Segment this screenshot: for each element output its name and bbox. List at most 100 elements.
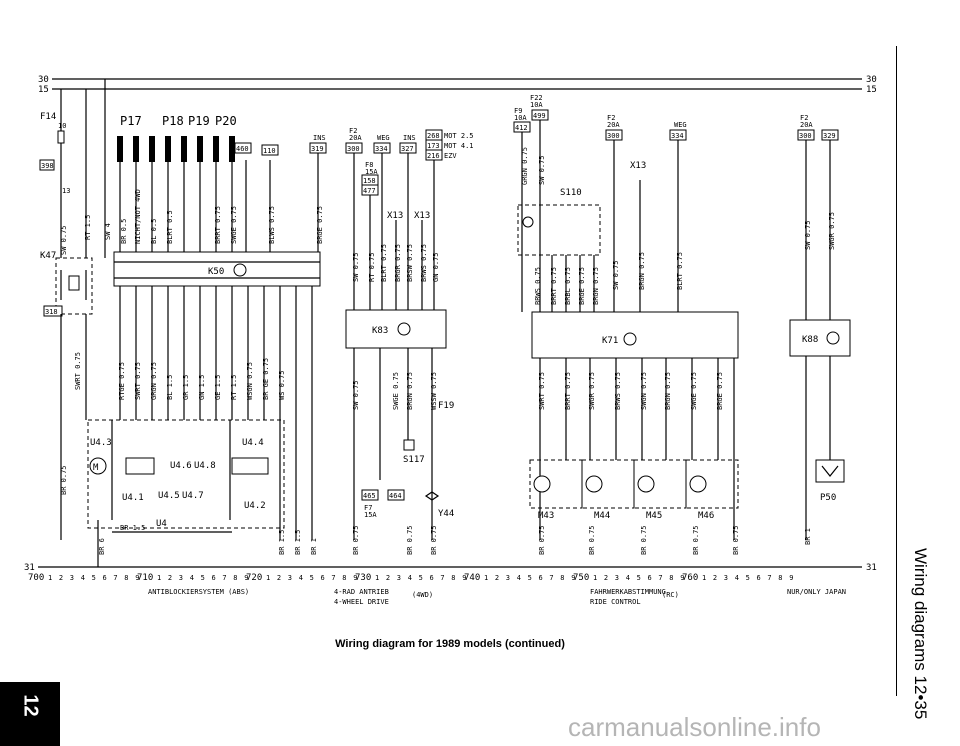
fuse-f2b-label: F2 xyxy=(607,114,615,122)
wire-br075-4wd-a: BR 0.75 xyxy=(352,525,360,555)
module-u4-1-label: U4.1 xyxy=(122,493,144,503)
scale-tick: 7 xyxy=(767,574,771,582)
wire-grgn075: GRGN 0.75 xyxy=(150,362,158,400)
wire-brrt075-rc-b: BRRT 0.75 xyxy=(564,372,572,410)
switch-s117-body xyxy=(403,439,415,451)
wire-nicht-4wd: NICHT/NOT 4WD xyxy=(134,189,142,244)
abs-section: F14 10 398 13 SW 0.75 RT 1.5 SW 4 K47 31… xyxy=(39,79,327,567)
motor-m43-box xyxy=(529,459,583,509)
wire-swrt075-rc: SWRT 0.75 xyxy=(538,372,546,410)
ref-300c-label: 300 xyxy=(799,132,812,140)
wire-swge075c: SWGE 0.75 xyxy=(690,372,698,410)
wire-brsw075: BRSW 0.75 xyxy=(406,244,414,282)
wire-sw075-rc: SW 0.75 xyxy=(538,155,546,185)
weg-label-1: WEG xyxy=(377,134,390,142)
module-u4-3-label: U4.3 xyxy=(90,438,112,448)
japan-section: F2 20A 300 329 SW 0.75 SWGR 0.75 K88 P50… xyxy=(789,114,851,545)
chapter-tab-label: 12 xyxy=(19,694,42,717)
switch-s117-label: S117 xyxy=(403,455,425,465)
ref-334b-label: 334 xyxy=(671,132,684,140)
ref-319-label: 319 xyxy=(311,145,324,153)
wire-swgr075b: SWGR 0.75 xyxy=(828,212,836,250)
wire-br075-rc-e: BR 0.75 xyxy=(732,525,740,555)
scale-tick: 9 xyxy=(462,574,466,582)
ref-412-label: 412 xyxy=(515,124,528,132)
wire-gn075: GN 0.75 xyxy=(432,252,440,282)
wire-ge15: GE 1.5 xyxy=(214,375,222,400)
wire-brrt075-rc: BRRT 0.75 xyxy=(550,267,558,305)
module-k88-label: K88 xyxy=(802,335,818,345)
wire-swrt075b: SWRT 0.75 xyxy=(134,362,142,400)
scale-tick: 1 xyxy=(484,574,488,582)
scale-tick: 4 xyxy=(81,574,85,582)
side-page-title: Wiring diagrams 12•35 xyxy=(911,548,930,720)
motor-m46-box xyxy=(685,459,739,509)
pump-motor-symbol xyxy=(89,457,107,475)
solenoid-y44-symbol xyxy=(424,491,440,501)
ref-158-label: 158 xyxy=(363,177,376,185)
scale-tick: 3 xyxy=(70,574,74,582)
ref-318 xyxy=(43,305,63,317)
awd-section: F2 20A 300 WEG 334 INS 327 268 173 216 M… xyxy=(345,127,474,555)
motor-m46-label: M46 xyxy=(698,511,714,521)
k71-output-wires xyxy=(539,358,735,540)
wire-br075-rc-a: BR 0.75 xyxy=(538,525,546,555)
wire-br075-4wd-c: BR 0.75 xyxy=(430,525,438,555)
ref-110-label: 110 xyxy=(263,147,276,155)
rail-30-label: 30 xyxy=(38,75,49,85)
wire-gn15: GN 1.5 xyxy=(198,375,206,400)
fuse-f7-amp: 15A xyxy=(364,511,377,519)
wire-swge075b: SWGE 0.75 xyxy=(392,372,400,410)
section-label-rc-tag: (RC) xyxy=(662,591,679,599)
wire-br15-b: BR 1.5 xyxy=(294,530,302,555)
scale-tick: 2 xyxy=(59,574,63,582)
scale-tick: 2 xyxy=(495,574,499,582)
scale-tick: 4 xyxy=(626,574,630,582)
ref-398 xyxy=(39,159,55,171)
buzzer-p50-label: P50 xyxy=(820,493,836,503)
module-k83 xyxy=(345,309,447,349)
scale-tick: 1 xyxy=(266,574,270,582)
scale-tick: 4 xyxy=(735,574,739,582)
section-label-abs: ANTIBLOCKIERSYSTEM (ABS) xyxy=(148,588,249,596)
wire-br075-4wd-b: BR 0.75 xyxy=(406,525,414,555)
chapter-tab: 12 xyxy=(0,682,60,746)
ref-460 xyxy=(234,142,252,154)
scale-tick: 6 xyxy=(430,574,434,582)
scale-tick: 2 xyxy=(713,574,717,582)
scale-tick: 4 xyxy=(299,574,303,582)
wire-wssw075: WSSW 0.75 xyxy=(430,372,438,410)
wire-brws075: BRWS 0.75 xyxy=(420,244,428,282)
ref-300b-label: 300 xyxy=(607,132,620,140)
motor-m45-symbol xyxy=(637,475,655,493)
scale-start-700: 700 xyxy=(28,573,44,583)
scale-tick: 5 xyxy=(637,574,641,582)
scale-tick: 9 xyxy=(353,574,357,582)
ins-label-1: INS xyxy=(313,134,326,142)
section-label-4wd-1: 4-RAD ANTRIEB xyxy=(334,588,389,596)
scale-tick: 5 xyxy=(92,574,96,582)
buzzer-p50-symbol xyxy=(821,465,839,477)
wire-ws075: WS 0.75 xyxy=(278,370,286,400)
wire-brgn075: BRGN 0.75 xyxy=(406,372,414,410)
wire-swgn075: SWGN 0.75 xyxy=(640,372,648,410)
rail-15-label: 15 xyxy=(38,85,49,95)
ref-398-label: 398 xyxy=(41,162,54,170)
relay-k47 xyxy=(55,257,93,315)
x13-label-c: X13 xyxy=(630,161,646,171)
scale-tick: 2 xyxy=(386,574,390,582)
wire-br15-a: BR 1.5 xyxy=(278,530,286,555)
wire-brrt075: BRRT 0.75 xyxy=(214,206,222,244)
fuse-f22-amp: 10A xyxy=(530,101,543,109)
ref-464 xyxy=(387,489,405,501)
wire-blrt075: BLRT 0.75 xyxy=(380,244,388,282)
ref-499-label: 499 xyxy=(533,112,546,120)
gauge-p18-label: P18 xyxy=(162,114,184,128)
scale-tick: 6 xyxy=(757,574,761,582)
wire-swgr075: SWGR 0.75 xyxy=(588,372,596,410)
fuse-f14-amp: 10 xyxy=(58,122,66,130)
wire-rt075: RT 0.75 xyxy=(368,252,376,282)
fuse-f8-amp: 15A xyxy=(365,168,378,176)
rail-31-label: 31 xyxy=(24,563,35,573)
module-k71-label: K71 xyxy=(602,336,618,346)
